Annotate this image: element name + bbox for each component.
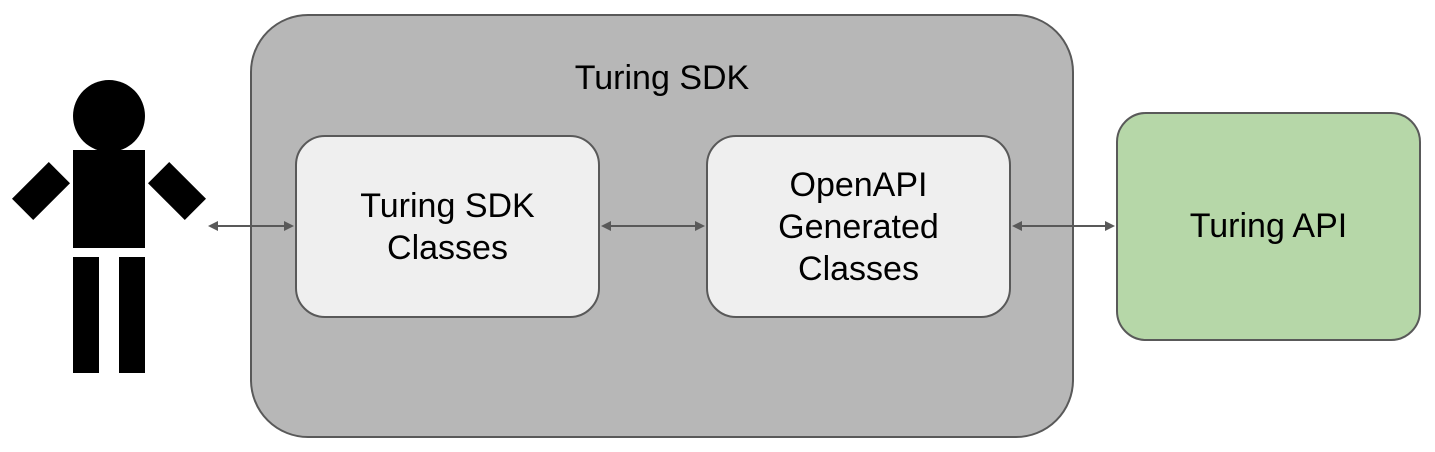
turing-sdk-classes-box: Turing SDK Classes bbox=[295, 135, 600, 318]
turing-api-box: Turing API bbox=[1116, 112, 1421, 341]
person-left-leg bbox=[73, 257, 99, 373]
person-icon bbox=[0, 0, 220, 452]
openapi-generated-classes-box: OpenAPI Generated Classes bbox=[706, 135, 1011, 318]
person-right-leg bbox=[119, 257, 145, 373]
person-torso bbox=[73, 150, 145, 248]
person-head bbox=[73, 80, 145, 152]
turing-sdk-title: Turing SDK bbox=[574, 59, 750, 97]
